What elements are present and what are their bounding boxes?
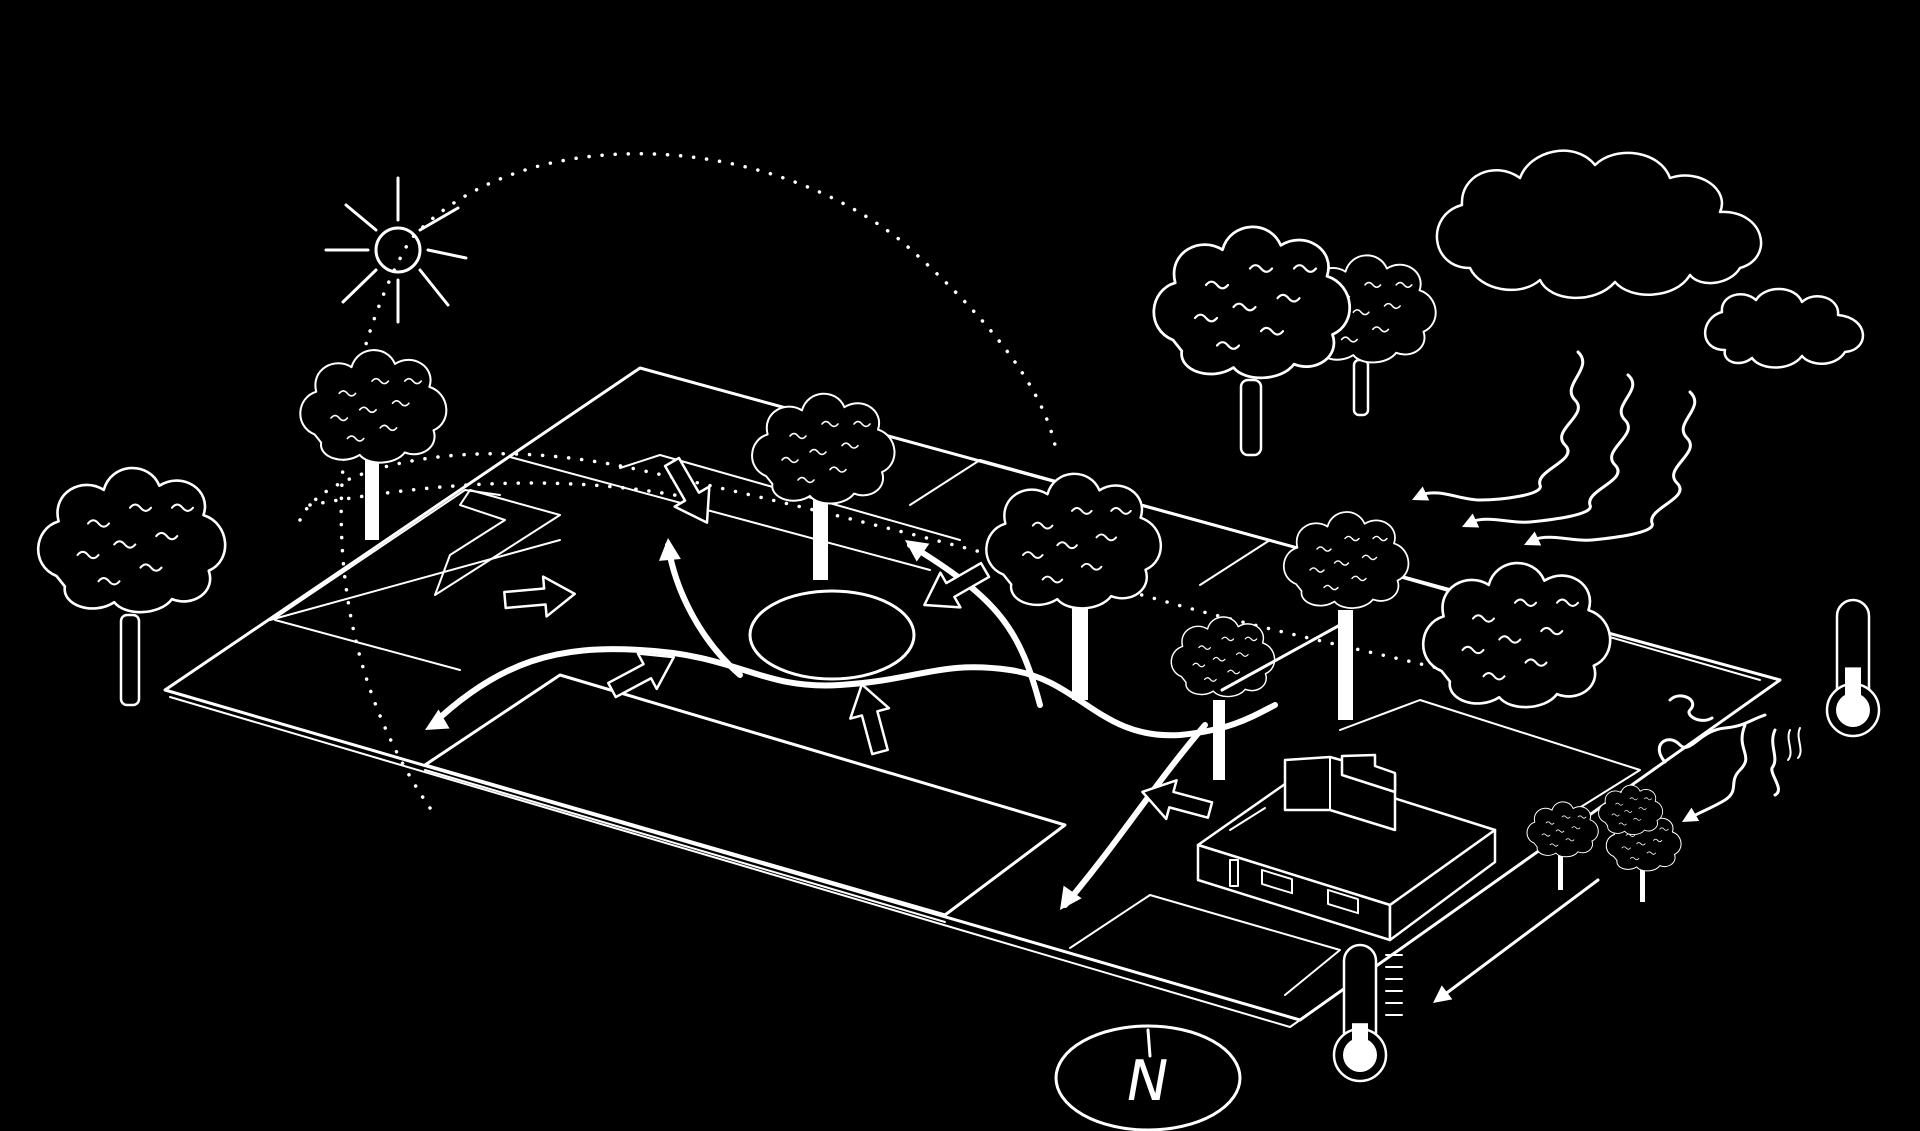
compass-icon: N: [1054, 1024, 1242, 1131]
sun-icon: [324, 176, 468, 324]
compass-north-label: N: [1121, 1049, 1174, 1114]
tree-icon: [1295, 254, 1437, 417]
thermometer-icon: [1332, 943, 1403, 1083]
tree-icon: [1282, 511, 1410, 720]
sun-path: [298, 151, 1522, 810]
tree-icon: [1598, 784, 1664, 836]
house-icon: [1196, 753, 1497, 942]
tree-icon: [1421, 561, 1612, 709]
tree-icon: [299, 349, 448, 540]
tree-icon: [1526, 801, 1599, 890]
wind-icon: [1657, 694, 1802, 829]
thermometer-icon: [1825, 598, 1881, 738]
tree-icon: [985, 472, 1163, 700]
tree-icon: [1605, 812, 1682, 902]
tree-icon: [1170, 616, 1342, 780]
airflow-arrows: [419, 450, 1278, 917]
cloud-icon: [1703, 287, 1865, 369]
tree-icon: [36, 466, 227, 707]
cloud-icon: [1435, 149, 1763, 300]
tree-icon: [1152, 225, 1352, 457]
rain-icon: [1408, 350, 1697, 552]
arrow-icon: [1427, 878, 1600, 1011]
tree-icon: [751, 392, 896, 580]
